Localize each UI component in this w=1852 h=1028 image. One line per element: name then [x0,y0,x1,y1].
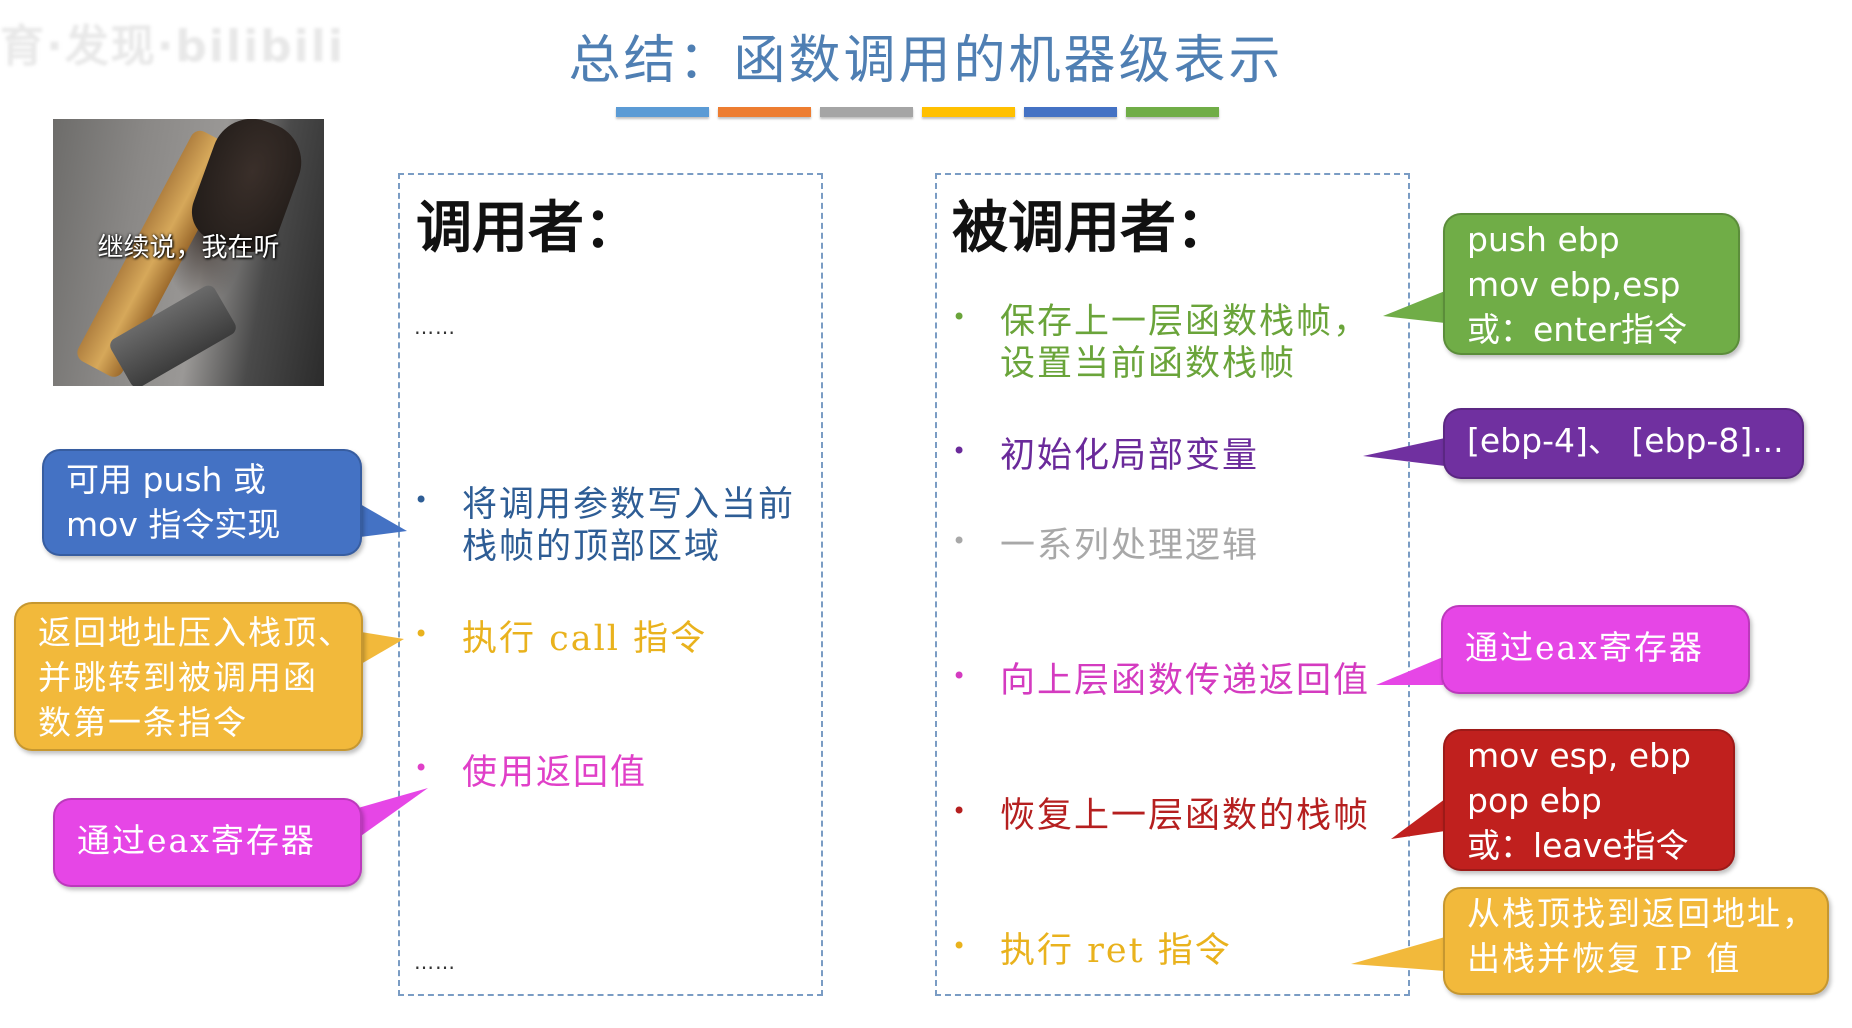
callout-box [1443,408,1804,479]
bullet-dot: • [414,620,429,648]
color-bar [922,107,1015,117]
caller-item-text: 使用返回值 [462,752,647,794]
color-bar [820,107,913,117]
callee-panel [935,173,1410,996]
callout-line: 数第一条指令 [38,703,248,742]
item-line: 恢复上一层函数的栈帧 [1000,796,1371,836]
callout-text: 返回地址压入栈顶、 并跳转到被调用函 数第一条指令 [38,610,353,745]
bullet-dot: • [414,754,429,782]
caller-item-text: 将调用参数写入当前 栈帧的顶部区域 [462,484,795,568]
bullet-dot: • [952,932,967,960]
slide-title: 总结：函数调用的机器级表示 [568,31,1284,91]
callout-line: 返回地址压入栈顶、 [38,613,353,652]
callout-line: mov esp, ebp [1467,736,1691,775]
callout-eax-left: 通过eax寄存器 [53,788,428,887]
callout-box [14,602,363,751]
item-line: 将调用参数写入当前 [462,485,796,525]
callout-line: mov ebp,esp [1467,265,1681,304]
callout-tail [360,504,407,537]
item-line: 执行 call 指令 [462,619,708,659]
meme-caption: 继续说，我在听 [97,233,280,263]
callout-text: 通过eax寄存器 [77,818,316,863]
callout-box [1443,729,1735,871]
callout-text: 从栈顶找到返回地址， 出栈并恢复 IP 值 [1467,891,1817,981]
callout-box [42,449,362,556]
caller-ellipsis-top: …… [414,315,456,339]
callout-text: mov esp, ebp pop ebp 或：leave指令 [1467,733,1691,868]
callee-item-text: 保存上一层函数栈帧， 设置当前函数栈帧 [1000,301,1370,385]
callout-tail [361,632,404,664]
item-line: 设置当前函数栈帧 [1000,344,1297,384]
bullet-dot: • [952,527,967,555]
callee-item-text: 初始化局部变量 [1000,435,1259,477]
bullet-dot: • [414,486,429,514]
item-line: 使用返回值 [462,753,648,793]
callout-line: 或：enter指令 [1467,310,1688,349]
callout-eax-right: 通过eax寄存器 [1376,605,1750,694]
callout-text: [ebp-4]、 [ebp-8]... [1467,418,1784,463]
item-line: 保存上一层函数栈帧， [1000,302,1371,342]
callout-box [53,798,362,887]
callout-line: 通过eax寄存器 [77,821,316,860]
callout-line: 通过eax寄存器 [1465,628,1704,667]
callout-box [1443,887,1829,995]
callout-tail [1351,937,1445,971]
bullet-dot: • [952,797,967,825]
callout-ret-ip: 从栈顶找到返回地址， 出栈并恢复 IP 值 [1351,887,1829,995]
callee-item-text: 恢复上一层函数的栈帧 [1000,795,1370,837]
callout-line: 从栈顶找到返回地址， [1467,894,1817,933]
bullet-dot: • [952,437,967,465]
callout-box [1441,605,1750,694]
callout-line: mov 指令实现 [66,505,281,544]
caller-item-text: 执行 call 指令 [462,618,707,660]
callee-item-text: 向上层函数传递返回值 [1000,660,1370,702]
callee-title: 被调用者： [952,195,1232,261]
callee-item-text: 一系列处理逻辑 [1000,525,1259,567]
caller-title: 调用者： [416,195,640,261]
callout-line: 并跳转到被调用函 [38,658,318,697]
callout-tail [1383,291,1445,323]
callout-tail [358,788,428,838]
color-bar [1126,107,1219,117]
bullet-dot: • [952,303,967,331]
callout-push-ebp: push ebp mov ebp,esp 或：enter指令 [1383,213,1740,355]
callout-ebp-offsets: [ebp-4]、 [ebp-8]... [1363,408,1804,479]
item-line: 初始化局部变量 [1000,436,1260,476]
color-bar [1024,107,1117,117]
caller-panel [398,173,823,996]
item-line: 栈帧的顶部区域 [462,527,722,567]
meme-image: 继续说，我在听 [53,119,324,386]
color-bar [718,107,811,117]
callout-return-address: 返回地址压入栈顶、 并跳转到被调用函 数第一条指令 [14,602,404,751]
callout-tail [1391,799,1445,839]
callout-tail [1376,657,1443,685]
callout-text: 通过eax寄存器 [1465,625,1704,670]
callout-line: push ebp [1467,220,1620,259]
callout-push-mov: 可用 push 或 mov 指令实现 [42,449,407,556]
caller-ellipsis-bottom: …… [414,950,456,974]
item-line: 执行 ret 指令 [1000,931,1232,971]
callout-line: 出栈并恢复 IP 值 [1467,939,1742,978]
color-bar [616,107,709,117]
callout-line: 可用 push 或 [66,460,266,499]
callout-line: pop ebp [1467,781,1602,820]
callout-text: push ebp mov ebp,esp 或：enter指令 [1467,217,1687,352]
callout-line: [ebp-4]、 [ebp-8]... [1467,421,1784,460]
item-line: 向上层函数传递返回值 [1000,661,1371,701]
callee-item-text: 执行 ret 指令 [1000,930,1232,972]
item-line: 一系列处理逻辑 [1000,526,1260,566]
callout-mov-esp: mov esp, ebp pop ebp 或：leave指令 [1391,729,1735,871]
callout-line: 或：leave指令 [1467,826,1689,865]
callout-tail [1363,438,1445,466]
callout-box [1443,213,1740,355]
callout-text: 可用 push 或 mov 指令实现 [66,457,280,547]
bullet-dot: • [952,662,967,690]
